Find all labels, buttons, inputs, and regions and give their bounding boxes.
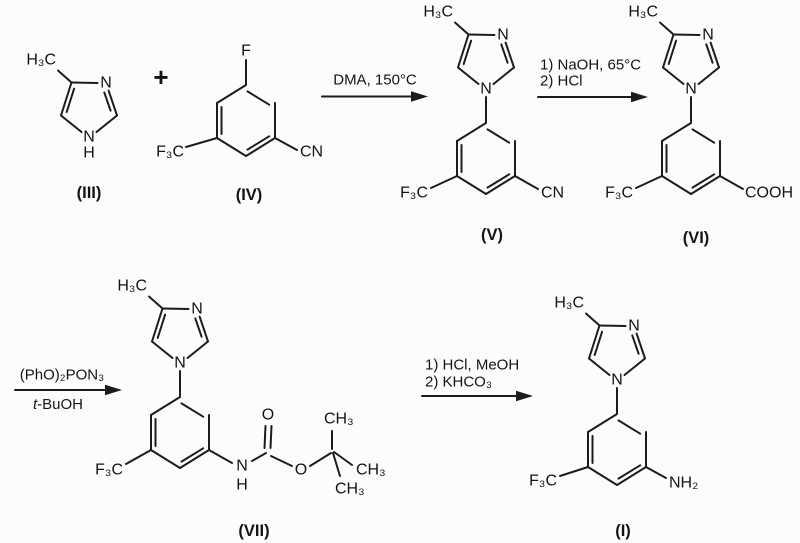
bond-nitrile xyxy=(514,175,539,190)
atom-label-methyl: H₃C xyxy=(117,278,147,295)
atom-label-methyl-right: CH₃ xyxy=(356,462,386,479)
atom-label-acid: COOH xyxy=(745,185,793,202)
condition-text-step3-line2: t-BuOH xyxy=(33,396,83,413)
atom-label-n3: N xyxy=(191,301,203,318)
bond-cf3 xyxy=(125,449,152,465)
compound-I-structure: H₃C N N F₃C NH₂ (I) xyxy=(529,295,698,541)
atom-label-methyl-top: CH₃ xyxy=(324,411,354,428)
atom-label-nitrile: CN xyxy=(541,185,564,202)
reaction-arrow-step2: 1) NaOH, 65°C 2) HCl xyxy=(537,57,648,103)
atom-label-n3: N xyxy=(497,27,509,44)
benzene-ring xyxy=(216,84,276,157)
benzene-ring xyxy=(456,122,516,195)
atom-label-cf3: F₃C xyxy=(529,473,557,490)
atom-label-n1: N xyxy=(83,129,95,146)
bond-cq-methyl-bottom xyxy=(332,452,341,477)
atom-label-carbonyl-o: O xyxy=(262,407,274,424)
atom-label-amine: NH₂ xyxy=(669,475,698,492)
atom-label-methyl: H₃C xyxy=(554,295,584,312)
compound-label-IV: (IV) xyxy=(236,186,263,204)
benzene-ring xyxy=(150,396,210,469)
atom-label-amide-h: H xyxy=(236,477,248,494)
condition-text-step1: DMA, 150°C xyxy=(333,72,417,89)
plus-operator: + xyxy=(153,62,168,92)
atom-label-nitrile: CN xyxy=(300,144,323,161)
atom-label-ester-o: O xyxy=(295,462,307,479)
condition-text-step2-line1: 1) NaOH, 65°C xyxy=(540,57,641,74)
atom-label-n1: N xyxy=(611,372,623,389)
bond-amine xyxy=(645,466,667,479)
atom-label-nh-hydrogen: H xyxy=(83,145,95,162)
compound-label-V: (V) xyxy=(481,226,503,244)
bond-acid xyxy=(719,175,744,190)
bond-carbonyl-double-2 xyxy=(269,425,273,449)
bond-cf3 xyxy=(430,175,458,189)
atom-label-n1: N xyxy=(685,81,697,98)
atom-label-cf3: F₃C xyxy=(400,185,428,202)
benzene-ring xyxy=(587,413,647,486)
atom-label-cf3: F₃C xyxy=(95,462,123,479)
compound-label-I: (I) xyxy=(615,522,631,540)
condition-text-step3-tbu-rest: -BuOH xyxy=(37,396,83,413)
atom-label-n1: N xyxy=(480,81,492,98)
condition-text-step3-tbu-italic: t xyxy=(33,396,38,413)
condition-text-step4-line1: 1) HCl, MeOH xyxy=(425,357,519,374)
arrow-head xyxy=(631,91,648,103)
compound-VII-structure: H₃C N N F₃C N H O O CH₃ CH₃ CH₃ (VII) xyxy=(95,278,385,541)
atom-label-methyl: H₃C xyxy=(628,4,658,21)
bond-nitrile xyxy=(274,137,298,151)
atom-label-methyl-bottom: CH₃ xyxy=(335,481,365,498)
compound-label-III: (III) xyxy=(77,184,102,202)
atom-label-amide-n: N xyxy=(236,458,248,475)
atom-label-cf3: F₃C xyxy=(156,144,184,161)
condition-text-step2-line2: 2) HCl xyxy=(540,73,583,90)
bond-carbonyl-ester-o xyxy=(270,455,293,467)
atom-label-methyl: H₃C xyxy=(423,4,453,21)
reaction-arrow-step1: DMA, 150°C xyxy=(321,72,428,102)
reaction-arrow-step3: (PhO)₂PON₃ t-BuOH xyxy=(14,367,122,413)
compound-VI-structure: H₃C N N F₃C COOH (VI) xyxy=(605,4,793,248)
atom-label-n3: N xyxy=(100,75,112,92)
atom-label-n1: N xyxy=(174,355,186,372)
bond-cf3 xyxy=(185,137,218,148)
atom-label-fluorine: F xyxy=(241,43,251,60)
arrow-head xyxy=(105,384,122,396)
bond-cf3 xyxy=(559,466,589,477)
bond-ester-o-cq xyxy=(309,452,332,467)
condition-text-step3-line1: (PhO)₂PON₃ xyxy=(20,367,104,384)
atom-label-methyl: H₃C xyxy=(26,52,56,69)
bond-cf3 xyxy=(635,175,663,189)
compound-V-structure: H₃C N N F₃C CN (V) xyxy=(400,4,564,245)
arrow-head xyxy=(411,91,428,102)
bond-aryl-nh xyxy=(208,449,233,464)
bond-nh-carbonyl xyxy=(251,452,267,462)
compound-IV-structure: F F₃C CN (IV) xyxy=(156,43,323,205)
atom-label-n3: N xyxy=(628,318,640,335)
compound-label-VII: (VII) xyxy=(238,522,269,540)
atom-label-cf3: F₃C xyxy=(605,185,633,202)
bond-carbonyl-double-1 xyxy=(263,425,267,449)
atom-label-n3: N xyxy=(702,27,714,44)
condition-text-step4-line2: 2) KHCO₃ xyxy=(425,374,492,391)
compound-label-VI: (VI) xyxy=(683,229,710,247)
benzene-ring xyxy=(661,122,721,195)
arrow-head xyxy=(516,390,533,402)
reaction-arrow-step4: 1) HCl, MeOH 2) KHCO₃ xyxy=(421,357,533,402)
compound-III-structure: H₃C N N H (III) xyxy=(26,52,118,202)
bond-cq-methyl-right xyxy=(333,451,353,466)
